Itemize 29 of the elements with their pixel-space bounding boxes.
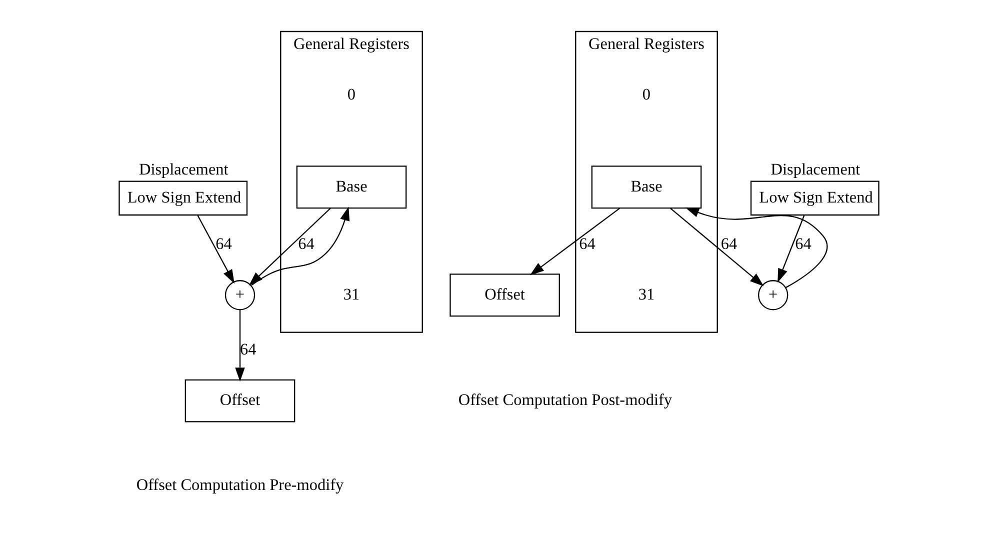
node-box: Base xyxy=(296,166,407,209)
label: Offset Computation Post-modify xyxy=(458,391,672,410)
node-label: 31 xyxy=(638,285,655,304)
node-circle: + xyxy=(758,280,788,310)
edge-label: 64 xyxy=(298,234,314,253)
node-box: Low Sign Extend xyxy=(118,180,248,216)
arrow xyxy=(530,208,620,276)
node-box: Offset xyxy=(184,379,296,422)
node-label: 0 xyxy=(347,86,356,104)
node-box: Offset xyxy=(450,274,560,317)
arrow xyxy=(778,215,805,283)
edge-label: 64 xyxy=(216,234,232,253)
node-box: Base xyxy=(591,166,702,209)
node-circle: + xyxy=(224,280,256,310)
arrow xyxy=(251,206,350,286)
arrow xyxy=(670,208,764,286)
label: Offset Computation Pre-modify xyxy=(136,476,344,494)
arrow xyxy=(685,207,828,288)
node-label: 31 xyxy=(343,285,360,304)
node-label: Displacement xyxy=(770,160,860,179)
edge-label: 64 xyxy=(720,234,738,253)
edge-label: 64 xyxy=(240,340,256,359)
node-label: 0 xyxy=(642,86,651,104)
node-box: Low Sign Extend xyxy=(750,180,880,216)
edge-label: 64 xyxy=(795,234,812,253)
node-label: Displacement xyxy=(138,160,228,179)
arrow xyxy=(197,215,234,284)
arrow xyxy=(235,310,245,382)
edge-label: 64 xyxy=(579,234,596,253)
